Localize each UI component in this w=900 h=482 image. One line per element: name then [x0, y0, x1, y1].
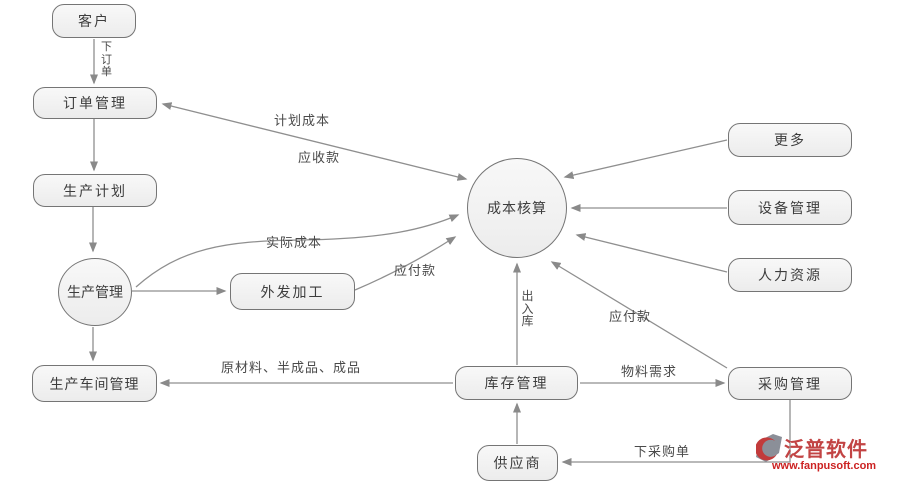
logo-text: 泛普软件 — [784, 439, 868, 461]
edge-label-receivables: 应收款 — [298, 150, 341, 165]
edge-production-cost — [135, 214, 460, 288]
edge-label-purchase-order: 下采购单 — [634, 444, 691, 459]
node-equipment-management: 设备管理 — [728, 190, 852, 225]
fanpu-logo-icon — [756, 433, 782, 462]
node-workshop-management: 生产车间管理 — [32, 365, 157, 402]
edge-label-planned-cost: 计划成本 — [274, 113, 331, 128]
node-more: 更多 — [728, 123, 852, 157]
edge-label-in-out-warehouse: 出入库 — [521, 289, 534, 328]
node-inventory-management: 库存管理 — [455, 366, 578, 400]
edge-label-place-order: 下订单 — [101, 41, 112, 78]
edge-more-cost — [563, 139, 728, 180]
edge-purchase-supplier — [561, 400, 791, 466]
node-purchase-management: 采购管理 — [728, 367, 852, 400]
edge-label-payables-outsourcing: 应付款 — [394, 263, 437, 278]
node-production-management: 生产管理 — [58, 258, 132, 326]
node-outsourced-processing: 外发加工 — [230, 273, 355, 310]
node-human-resources: 人力资源 — [728, 258, 852, 292]
edge-label-materials: 原材料、半成品、成品 — [221, 360, 362, 375]
edge-order-cost — [161, 102, 468, 181]
edge-purchase-cost — [550, 261, 728, 369]
node-production-plan: 生产计划 — [33, 174, 157, 207]
edge-label-material-demand: 物料需求 — [621, 364, 678, 379]
edge-label-actual-cost: 实际成本 — [266, 235, 323, 250]
edge-outsourcing-cost — [354, 236, 457, 291]
edge-label-payables-purchase: 应付款 — [609, 309, 652, 324]
node-customer: 客户 — [52, 4, 136, 38]
node-cost-accounting: 成本核算 — [467, 158, 567, 258]
node-supplier: 供应商 — [477, 445, 558, 481]
edge-hr-cost — [575, 233, 728, 273]
node-order-management: 订单管理 — [33, 87, 157, 119]
logo-url: www.fanpusoft.com — [772, 460, 877, 472]
fanpu-logo: 泛普软件 www.fanpusoft.com — [756, 433, 896, 472]
